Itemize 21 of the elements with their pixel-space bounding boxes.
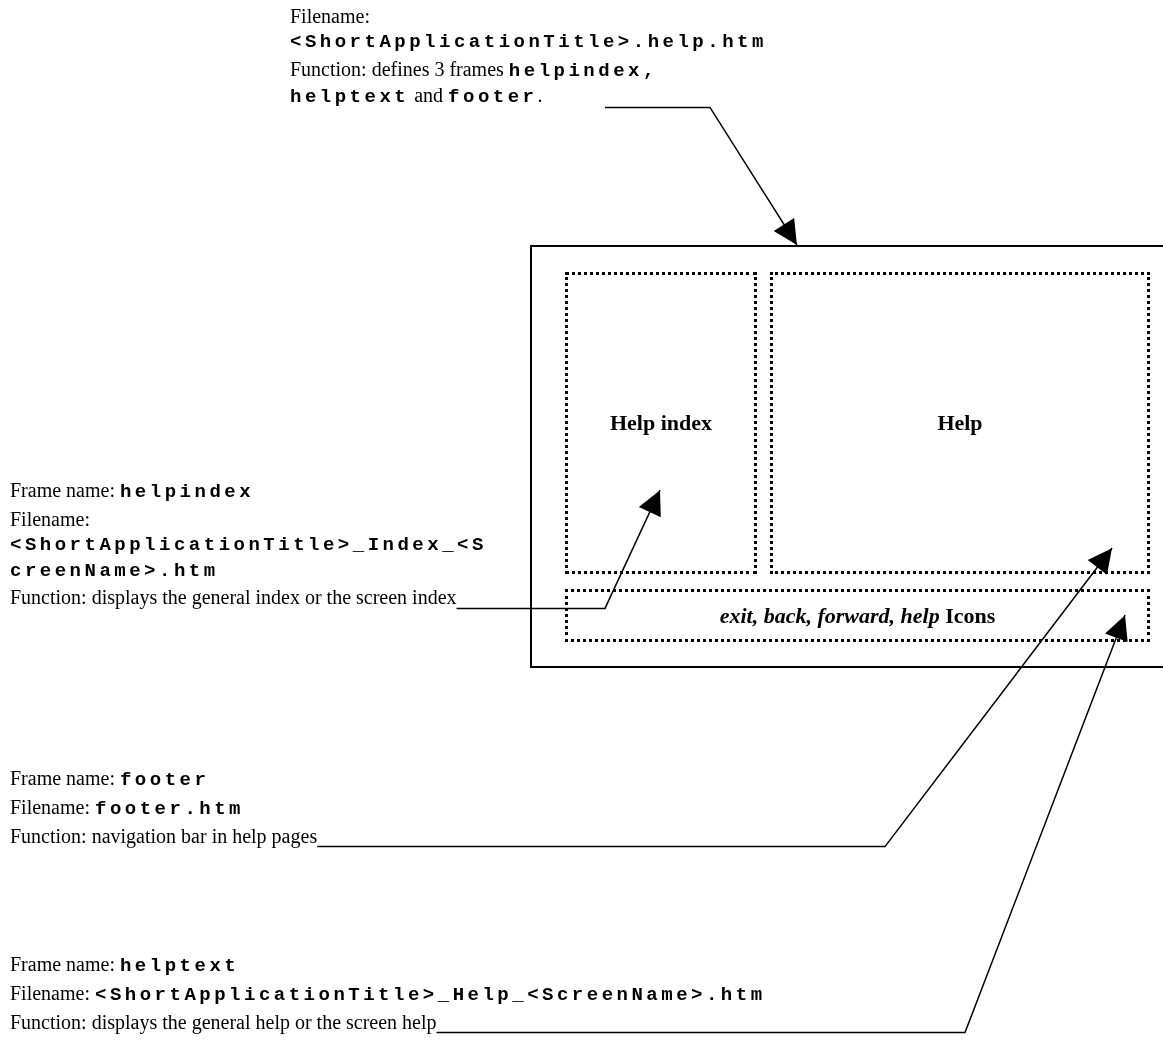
frame-region xyxy=(565,589,1150,642)
description-text: Function: navigation bar in help pages xyxy=(10,823,318,848)
description-text: Frame name: helptext xyxy=(10,952,240,978)
frame-label: exit, back, forward, help Icons xyxy=(719,602,996,629)
description-text: Frame name: footer xyxy=(10,766,210,792)
description-text: Function: displays the general help or the screen help xyxy=(10,1009,437,1034)
frame-region xyxy=(565,272,757,574)
leader-arrow xyxy=(316,547,1113,848)
frame-region xyxy=(770,272,1150,574)
description-text: Filename: <ShortApplicationTitle>_Index_<ScreenName>.htm xyxy=(10,506,488,583)
frame-label: Help index xyxy=(609,410,713,436)
leader-arrow xyxy=(435,614,1128,1034)
description-text: Frame name: helpindex xyxy=(10,478,255,504)
description-text: Filename: <ShortApplicationTitle>_Help_<ScreenName>.htm xyxy=(10,980,766,1007)
frame-label: Help xyxy=(937,410,983,436)
leader-arrow xyxy=(455,489,661,610)
description-text: Function: defines 3 frames helpindex, helptext and footer. xyxy=(290,56,659,109)
description-text: Function: displays the general index or the screen index xyxy=(10,585,457,610)
description-text: Filename: footer.htm xyxy=(10,794,244,821)
window-outline xyxy=(530,245,1163,668)
leader-arrow xyxy=(604,106,798,246)
